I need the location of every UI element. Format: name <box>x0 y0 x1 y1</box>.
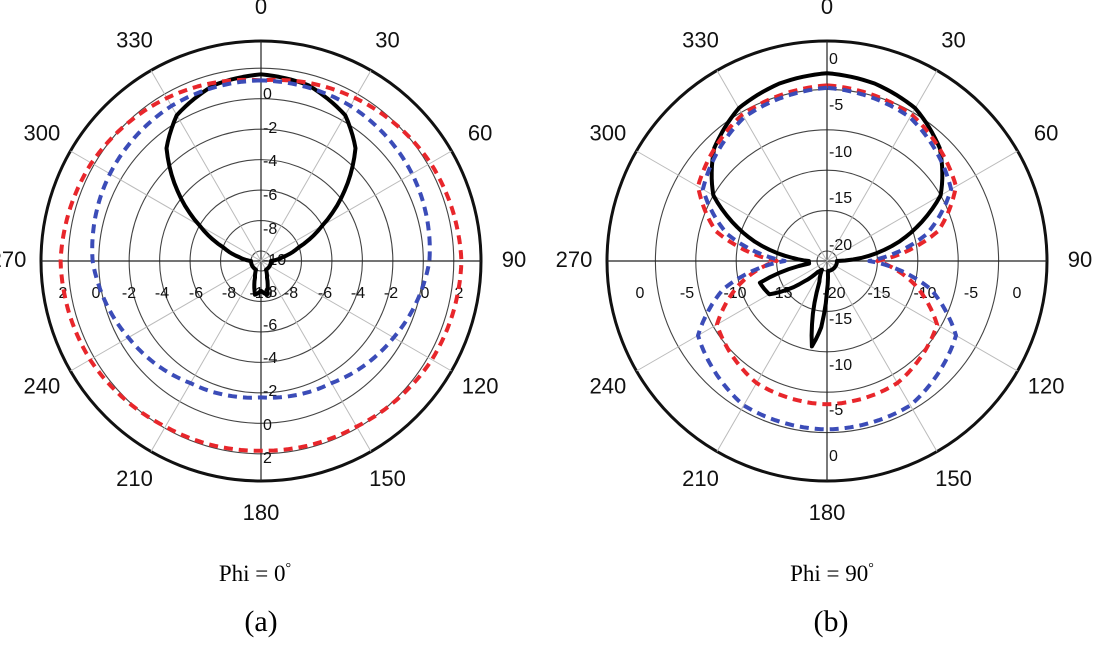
spoke-b-1 <box>716 70 828 262</box>
radial-label-right-a-3: -2 <box>384 285 398 302</box>
radial-label-left-b-2: -10 <box>723 285 746 302</box>
angle-label-b-1: 330 <box>682 28 719 53</box>
spoke-a-4 <box>70 260 262 372</box>
angle-label-a-7: 150 <box>369 466 406 491</box>
radial-label-left-a-1: 0 <box>92 285 101 302</box>
radial-label-left-a-5: -8 <box>222 285 236 302</box>
caption-label-a: (a) <box>244 605 278 638</box>
radial-label-right-a-2: -4 <box>351 285 365 302</box>
radial-label-up-a-2: -4 <box>263 153 277 170</box>
caption-phi-b: Phi = 90° <box>790 561 874 586</box>
radial-label-up-b-0: 0 <box>829 51 838 68</box>
spoke-a-8 <box>260 260 452 372</box>
radial-label-down-b-0: -15 <box>829 311 852 328</box>
radial-label-down-b-3: 0 <box>829 448 838 465</box>
angle-label-a-9: 90 <box>502 247 526 272</box>
angle-label-b-3: 270 <box>556 247 593 272</box>
angle-label-b-9: 90 <box>1068 247 1092 272</box>
radial-label-right-b-2: -10 <box>913 285 936 302</box>
spoke-b-10 <box>826 150 1018 262</box>
angle-label-a-3: 270 <box>0 247 26 272</box>
radial-label-right-a-1: -6 <box>318 285 332 302</box>
radial-label-right-a-5: 2 <box>455 285 464 302</box>
radial-label-down-a-2: -4 <box>263 350 277 367</box>
radial-label-down-a-1: -6 <box>263 317 277 334</box>
angle-label-b-2: 300 <box>590 120 627 145</box>
angle-label-a-10: 60 <box>468 120 492 145</box>
radial-label-down-b-1: -10 <box>829 357 852 374</box>
radial-label-up-b-3: -15 <box>829 190 852 207</box>
spoke-b-7 <box>826 260 938 452</box>
series-curve-a-0 <box>164 72 358 297</box>
radial-label-up-a-3: -6 <box>263 187 277 204</box>
angle-label-a-6: 180 <box>243 500 280 525</box>
radial-label-up-a-0: 0 <box>263 86 272 103</box>
series-curve-a-2 <box>90 78 432 400</box>
radial-label-up-a-4: -8 <box>263 221 277 238</box>
angle-label-a-5: 210 <box>116 466 153 491</box>
angle-label-a-11: 30 <box>375 28 399 53</box>
radial-label-left-a-3: -4 <box>155 285 169 302</box>
angle-label-b-7: 150 <box>935 466 972 491</box>
radial-label-right-b-1: -15 <box>867 285 890 302</box>
angle-label-b-5: 210 <box>682 466 719 491</box>
series-curve-b-1 <box>696 83 958 407</box>
radial-label-up-b-4: -20 <box>829 237 852 254</box>
angle-label-a-4: 240 <box>24 373 61 398</box>
spoke-b-5 <box>716 260 828 452</box>
radial-label-down-b-2: -5 <box>829 402 843 419</box>
angle-label-b-0: 0 <box>821 0 833 19</box>
radial-label-left-a-4: -6 <box>189 285 203 302</box>
angle-label-b-11: 30 <box>941 28 965 53</box>
angle-label-b-10: 60 <box>1034 120 1058 145</box>
radial-label-up-b-1: -5 <box>829 97 843 114</box>
radial-label-left-a-2: -2 <box>122 285 136 302</box>
spoke-a-7 <box>260 260 372 452</box>
radial-label-right-a-4: 0 <box>421 285 430 302</box>
spoke-b-2 <box>636 150 828 262</box>
spoke-a-2 <box>70 150 262 262</box>
spoke-a-5 <box>150 260 262 452</box>
radial-label-left-b-0: 0 <box>636 285 645 302</box>
angle-label-a-8: 120 <box>462 373 499 398</box>
radial-label-up-a-1: -2 <box>263 120 277 137</box>
angle-label-b-6: 180 <box>809 500 846 525</box>
spoke-b-4 <box>636 260 828 372</box>
spoke-a-1 <box>150 70 262 262</box>
spoke-b-8 <box>826 260 1018 372</box>
caption-phi-a: Phi = 0° <box>218 561 292 586</box>
series-curve-b-0 <box>709 71 945 349</box>
radial-label-up-b-2: -10 <box>829 144 852 161</box>
angle-label-b-8: 120 <box>1028 373 1065 398</box>
spoke-a-10 <box>260 150 452 262</box>
angle-label-b-4: 240 <box>590 373 627 398</box>
spoke-a-11 <box>260 70 372 262</box>
radial-label-right-b-4: 0 <box>1013 285 1022 302</box>
caption-label-b: (b) <box>813 605 849 638</box>
radial-label-down-a-4: 0 <box>263 417 272 434</box>
radial-label-left-b-1: -5 <box>680 285 694 302</box>
series-curve-a-1 <box>58 77 464 453</box>
radial-label-right-b-3: -5 <box>964 285 978 302</box>
spoke-b-11 <box>826 70 938 262</box>
radial-label-right-a-0: -8 <box>284 285 298 302</box>
angle-label-a-0: 0 <box>255 0 267 19</box>
angle-label-a-2: 300 <box>24 120 61 145</box>
angle-label-a-1: 330 <box>116 28 153 53</box>
radial-label-down-a-5: 2 <box>263 450 272 467</box>
